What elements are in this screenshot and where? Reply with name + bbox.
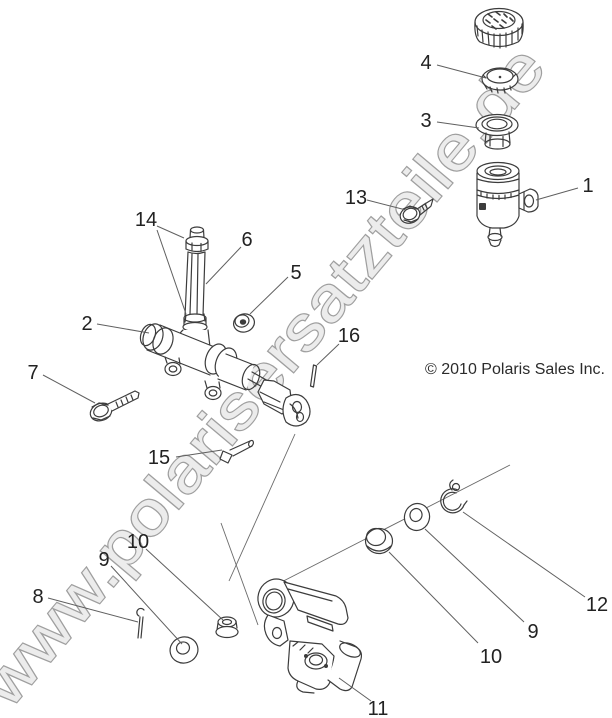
callout-14: 14 [135, 209, 157, 231]
cotter-pin-part8 [136, 607, 145, 639]
bolt-part7 [89, 390, 140, 422]
callout-12: 12 [586, 594, 608, 616]
callout-9-right: 9 [527, 621, 538, 643]
callout-3: 3 [420, 110, 431, 132]
callout-10-right: 10 [480, 646, 502, 668]
reservoir-body-part1 [476, 161, 539, 248]
bolt-part13 [399, 198, 434, 224]
callout-1: 1 [582, 175, 593, 197]
callout-11: 11 [368, 698, 389, 718]
master-cylinder-assembly [139, 226, 311, 427]
reservoir-cap-knurled [474, 7, 524, 49]
bushing-part10-left [215, 616, 239, 639]
callout-6: 6 [241, 229, 252, 251]
callout-8: 8 [32, 586, 43, 608]
circlip-part12 [440, 479, 468, 514]
callout-2: 2 [81, 313, 92, 335]
bracket-part11 [257, 578, 363, 694]
callout-15: 15 [148, 447, 170, 469]
callout-7: 7 [27, 362, 38, 384]
callout-4: 4 [420, 52, 431, 74]
washer-part9-left [169, 636, 199, 664]
assembly-axis-lines [220, 433, 511, 626]
pin-part16 [309, 364, 318, 388]
bushing-part10-right [364, 527, 394, 555]
callout-labels: 1 2 3 4 5 6 7 8 9 9 10 10 11 12 13 14 15… [27, 52, 608, 718]
callout-16: 16 [338, 325, 360, 347]
clevis-pin-part15 [219, 439, 255, 464]
callout-9-left: 9 [98, 549, 109, 571]
leader-lines [42, 64, 586, 702]
grommet-part5 [232, 313, 256, 333]
callout-5: 5 [290, 262, 301, 284]
callout-10-left: 10 [127, 531, 149, 553]
seal-part3 [475, 113, 519, 150]
washer-part9-right [403, 502, 431, 532]
copyright-text: © 2010 Polaris Sales Inc. [425, 361, 605, 378]
callout-13: 13 [345, 187, 367, 209]
diaphragm-part4 [481, 67, 519, 94]
